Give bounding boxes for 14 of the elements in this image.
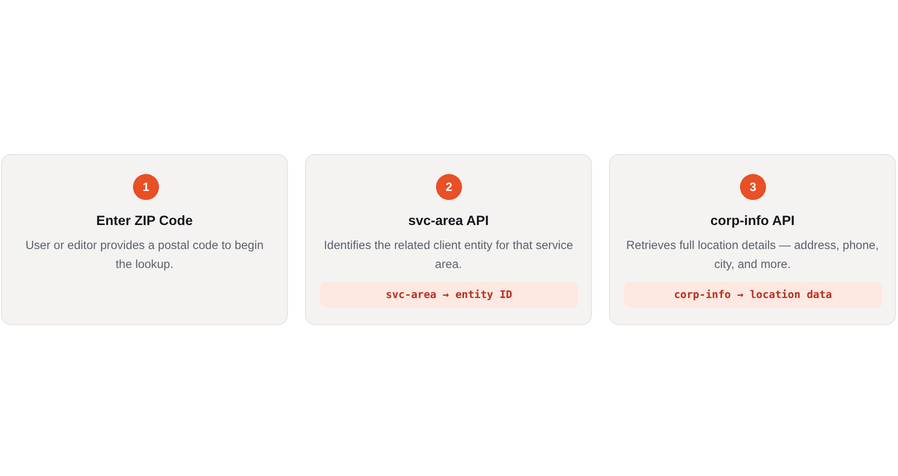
code-snippet: svc-area → entity ID	[320, 282, 578, 308]
step-title: corp-info API	[709, 212, 796, 230]
step-title: svc-area API	[407, 212, 490, 230]
code-snippet: corp-info → location data	[624, 282, 882, 308]
step-description: User or editor provides a postal code to begin the lookup.	[24, 237, 265, 273]
step-description: Identifies the related client entity for that service area.	[322, 237, 574, 273]
step-title: Enter ZIP Code	[95, 212, 194, 230]
step-card	[1, 154, 288, 325]
step-description: Retrieves full location details — address, phone, city, and more.	[625, 237, 880, 273]
step-number: 2	[436, 174, 462, 200]
step-number: 1	[133, 174, 159, 200]
step-card	[609, 154, 896, 325]
step-card	[305, 154, 592, 325]
step-number: 3	[740, 174, 766, 200]
